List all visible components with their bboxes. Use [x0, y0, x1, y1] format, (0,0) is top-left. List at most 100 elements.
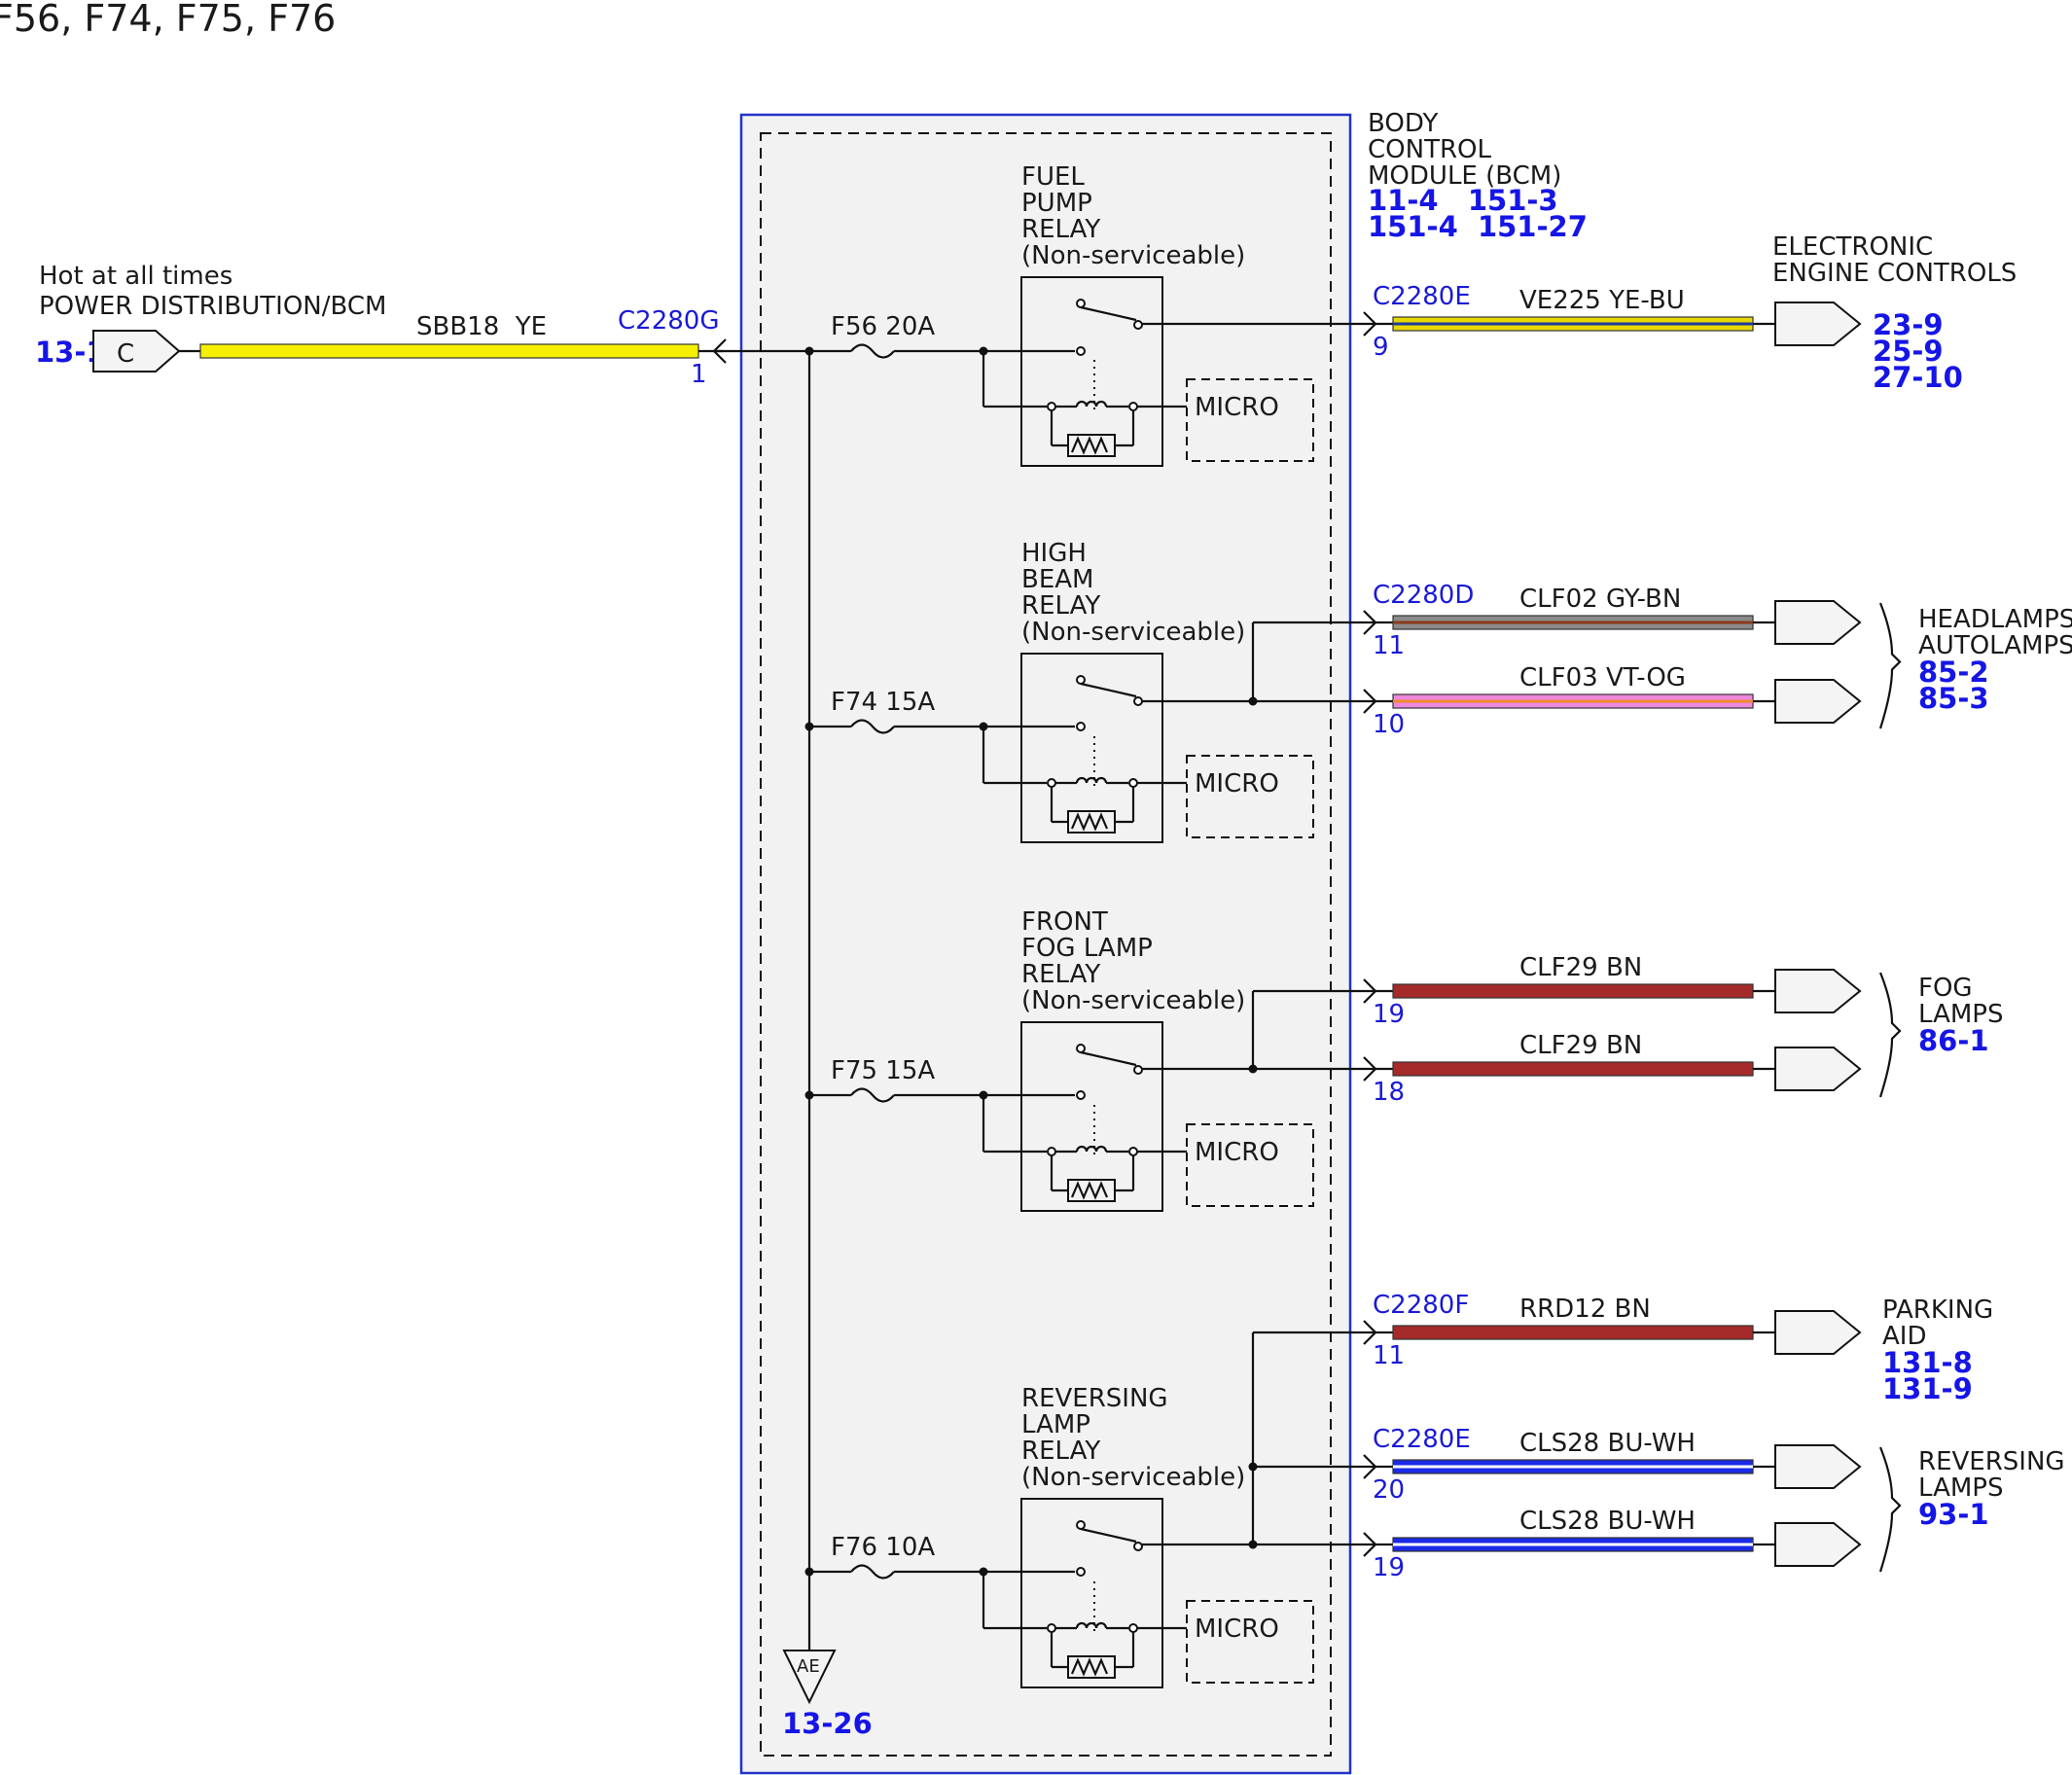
output-pin: 10	[1373, 710, 1405, 739]
group-brace	[1878, 602, 1902, 729]
fuse-symbol	[850, 1087, 895, 1103]
output-connector[interactable]: C2280F	[1373, 1291, 1469, 1320]
destination-page-ref[interactable]: 85-2	[1918, 656, 1989, 689]
bcm-page-refs-2[interactable]: 151-4 151-27	[1368, 210, 1588, 243]
fuse-symbol	[850, 719, 895, 734]
relay-armature	[1080, 1527, 1137, 1544]
bcm-inner-boundary	[760, 132, 1332, 1757]
destination-label: AID	[1882, 1322, 1926, 1351]
micro-label: MICRO	[1195, 1138, 1279, 1167]
terminal	[1128, 1623, 1138, 1633]
terminal	[1076, 1044, 1086, 1053]
destination-page-ref[interactable]: 131-9	[1882, 1372, 1973, 1405]
relay-name-line: FRONT	[1021, 907, 1108, 937]
output-wire-label: CLS28 BU-WH	[1519, 1507, 1696, 1536]
splice-dot	[1248, 1540, 1258, 1549]
terminal	[1133, 696, 1143, 706]
terminal	[1076, 1567, 1086, 1577]
relay-coil	[1075, 1145, 1108, 1153]
resistor-zigzag	[1070, 812, 1109, 832]
output-pin: 19	[1373, 1000, 1405, 1029]
output-wire-label: RRD12 BN	[1519, 1295, 1651, 1324]
ground-symbol	[782, 1650, 837, 1705]
relay-name-line: (Non-serviceable)	[1021, 1463, 1245, 1492]
bcm-page-refs-1[interactable]: 11-4 151-3	[1368, 184, 1558, 217]
fuse-label: F74 15A	[831, 688, 935, 717]
terminal	[1047, 402, 1056, 411]
destination-page-ref[interactable]: 131-8	[1882, 1346, 1973, 1379]
terminal	[1047, 1147, 1056, 1156]
destination-connector	[1774, 1522, 1862, 1567]
fuse-symbol	[850, 1564, 895, 1580]
destination-connector	[1774, 302, 1862, 346]
destination-page-ref[interactable]: 86-1	[1918, 1024, 1989, 1057]
micro-label: MICRO	[1195, 769, 1279, 799]
relay-name-line: RELAY	[1021, 215, 1100, 244]
output-wire-label: CLF03 VT-OG	[1519, 663, 1686, 692]
relay-armature	[1080, 305, 1137, 322]
relay-name-line: RELAY	[1021, 591, 1100, 621]
output-wire[interactable]	[1392, 1325, 1754, 1340]
micro-box	[1186, 1123, 1314, 1207]
source-note-1: Hot at all times	[39, 262, 232, 291]
output-wire-label: CLF02 GY-BN	[1519, 585, 1681, 614]
output-connector[interactable]: C2280E	[1373, 282, 1471, 311]
source-connector-shape	[92, 330, 181, 373]
relay-name-line: RELAY	[1021, 960, 1100, 989]
output-pin: 9	[1373, 333, 1389, 362]
output-1: 11 C2280D CLF02 GY-BN	[1357, 581, 1862, 660]
output-connector[interactable]: C2280E	[1373, 1425, 1471, 1454]
relay-name-line: LAMP	[1021, 1410, 1090, 1439]
output-connector[interactable]: C2280D	[1373, 581, 1474, 610]
terminal	[1128, 778, 1138, 788]
output-0: 9 C2280E VE225 YE-BU	[1357, 282, 1862, 362]
splice-dot	[1248, 696, 1258, 706]
source-pin: 1	[691, 360, 707, 389]
resistor-zigzag	[1070, 436, 1109, 455]
destination-connector	[1774, 1310, 1862, 1355]
output-wire[interactable]	[1392, 983, 1754, 999]
relay-name-line: PUMP	[1021, 189, 1092, 218]
destination-page-ref[interactable]: 85-3	[1918, 682, 1989, 715]
source-connector-c2280g[interactable]: C2280G	[618, 306, 719, 336]
destination-connector	[1774, 969, 1862, 1013]
output-wire-label: CLS28 BU-WH	[1519, 1429, 1696, 1458]
bcm-title-2: CONTROL	[1368, 135, 1491, 164]
output-2: 10 CLF03 VT-OG	[1357, 663, 1862, 739]
terminal	[1076, 1090, 1086, 1100]
source-wire-sbb18[interactable]	[199, 343, 699, 359]
fuse-symbol	[850, 343, 895, 359]
relay-name-line: HIGH	[1021, 539, 1087, 568]
output-wire[interactable]	[1392, 1061, 1754, 1077]
output-wire-label: VE225 YE-BU	[1519, 286, 1685, 315]
destination-page-ref[interactable]: 23-9	[1873, 308, 1944, 341]
terminal	[1076, 1520, 1086, 1530]
group-brace	[1878, 972, 1902, 1098]
fuse-label: F75 15A	[831, 1056, 935, 1085]
terminal	[1128, 1147, 1138, 1156]
relay-name-line: (Non-serviceable)	[1021, 618, 1245, 647]
destination-connector	[1774, 679, 1862, 724]
destination-label: AUTOLAMPS	[1918, 631, 2072, 660]
destination-page-ref[interactable]: 25-9	[1873, 335, 1944, 368]
fuse-label: F76 10A	[831, 1533, 935, 1562]
destination-page-ref[interactable]: 27-10	[1873, 361, 1963, 394]
destination-connector	[1774, 1047, 1862, 1091]
terminal	[1047, 778, 1056, 788]
destination-page-ref[interactable]: 93-1	[1918, 1498, 1989, 1531]
micro-box	[1186, 378, 1314, 462]
ground-page-ref[interactable]: 13-26	[782, 1707, 873, 1740]
output-pin: 11	[1373, 631, 1405, 660]
